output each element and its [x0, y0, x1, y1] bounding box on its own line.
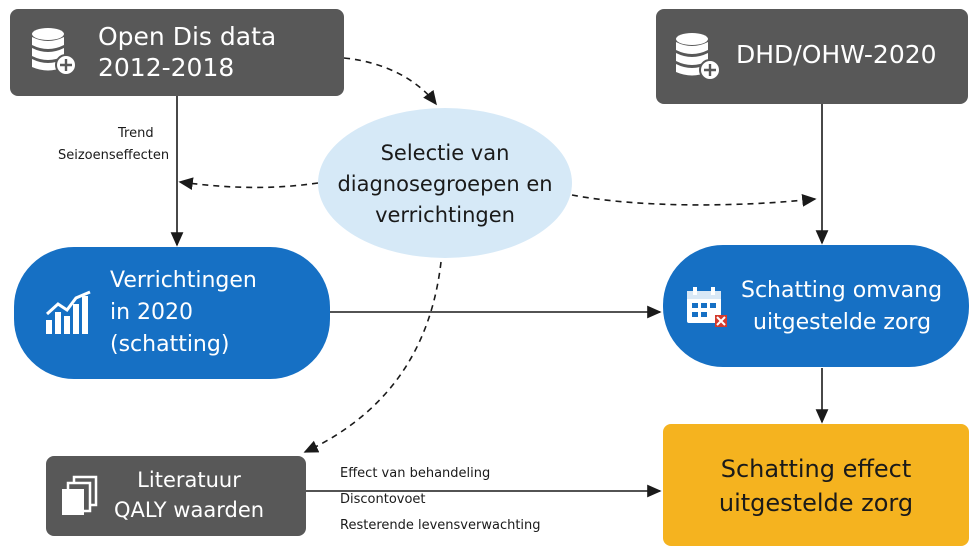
node-schatting-omvang: Schatting omvang uitgestelde zorg: [663, 245, 969, 367]
verrichtingen-line2: in 2020: [110, 300, 194, 325]
database-add-icon: [676, 33, 721, 81]
dashed-selectie-to-literatuur: [303, 261, 442, 453]
dashed-selectie-to-dhd: [571, 193, 817, 207]
database-add-icon: [32, 28, 77, 76]
literatuur-line1: Literatuur: [137, 468, 241, 492]
effect-line1: Schatting effect: [720, 455, 912, 483]
verrichtingen-line1: Verrichtingen: [110, 268, 257, 293]
dashed-selectie-to-trend: [178, 177, 319, 191]
verrichtingen-line3: (schatting): [110, 332, 230, 357]
omvang-line1: Schatting omvang: [741, 278, 943, 303]
selectie-line1: Selectie van: [380, 141, 510, 165]
dashed-opendis-to-selectie: [343, 57, 437, 106]
selectie-line2: diagnosegroepen en: [337, 172, 553, 196]
chart-icon: [45, 290, 91, 334]
label-discontovoet: Discontovoet: [340, 492, 426, 507]
label-resterende-levensverwachting: Resterende levensverwachting: [340, 518, 541, 533]
node-schatting-effect: Schatting effect uitgestelde zorg: [663, 424, 969, 546]
effect-line2: uitgestelde zorg: [718, 489, 914, 517]
omvang-line2: uitgestelde zorg: [753, 310, 932, 335]
node-verrichtingen-2020: Verrichtingen in 2020 (schatting): [14, 247, 330, 379]
node-open-dis-data: Open Dis data 2012-2018: [10, 9, 344, 96]
label-effect-van-behandeling: Effect van behandeling: [340, 466, 491, 481]
document-stack-icon: [62, 475, 98, 515]
open-dis-years: 2012-2018: [98, 53, 235, 82]
literatuur-line2: QALY waarden: [114, 498, 265, 522]
node-literatuur: Literatuur QALY waarden: [46, 456, 306, 536]
open-dis-title: Open Dis data: [98, 22, 277, 51]
node-dhd-ohw: DHD/OHW-2020: [656, 9, 968, 104]
selectie-line3: verrichtingen: [375, 203, 515, 227]
dhd-title: DHD/OHW-2020: [736, 40, 937, 69]
node-selectie: Selectie van diagnosegroepen en verricht…: [318, 108, 572, 258]
calendar-icon: [687, 287, 727, 327]
label-seizoenseffecten: Seizoenseffecten: [58, 148, 170, 163]
label-trend: Trend: [118, 126, 154, 141]
